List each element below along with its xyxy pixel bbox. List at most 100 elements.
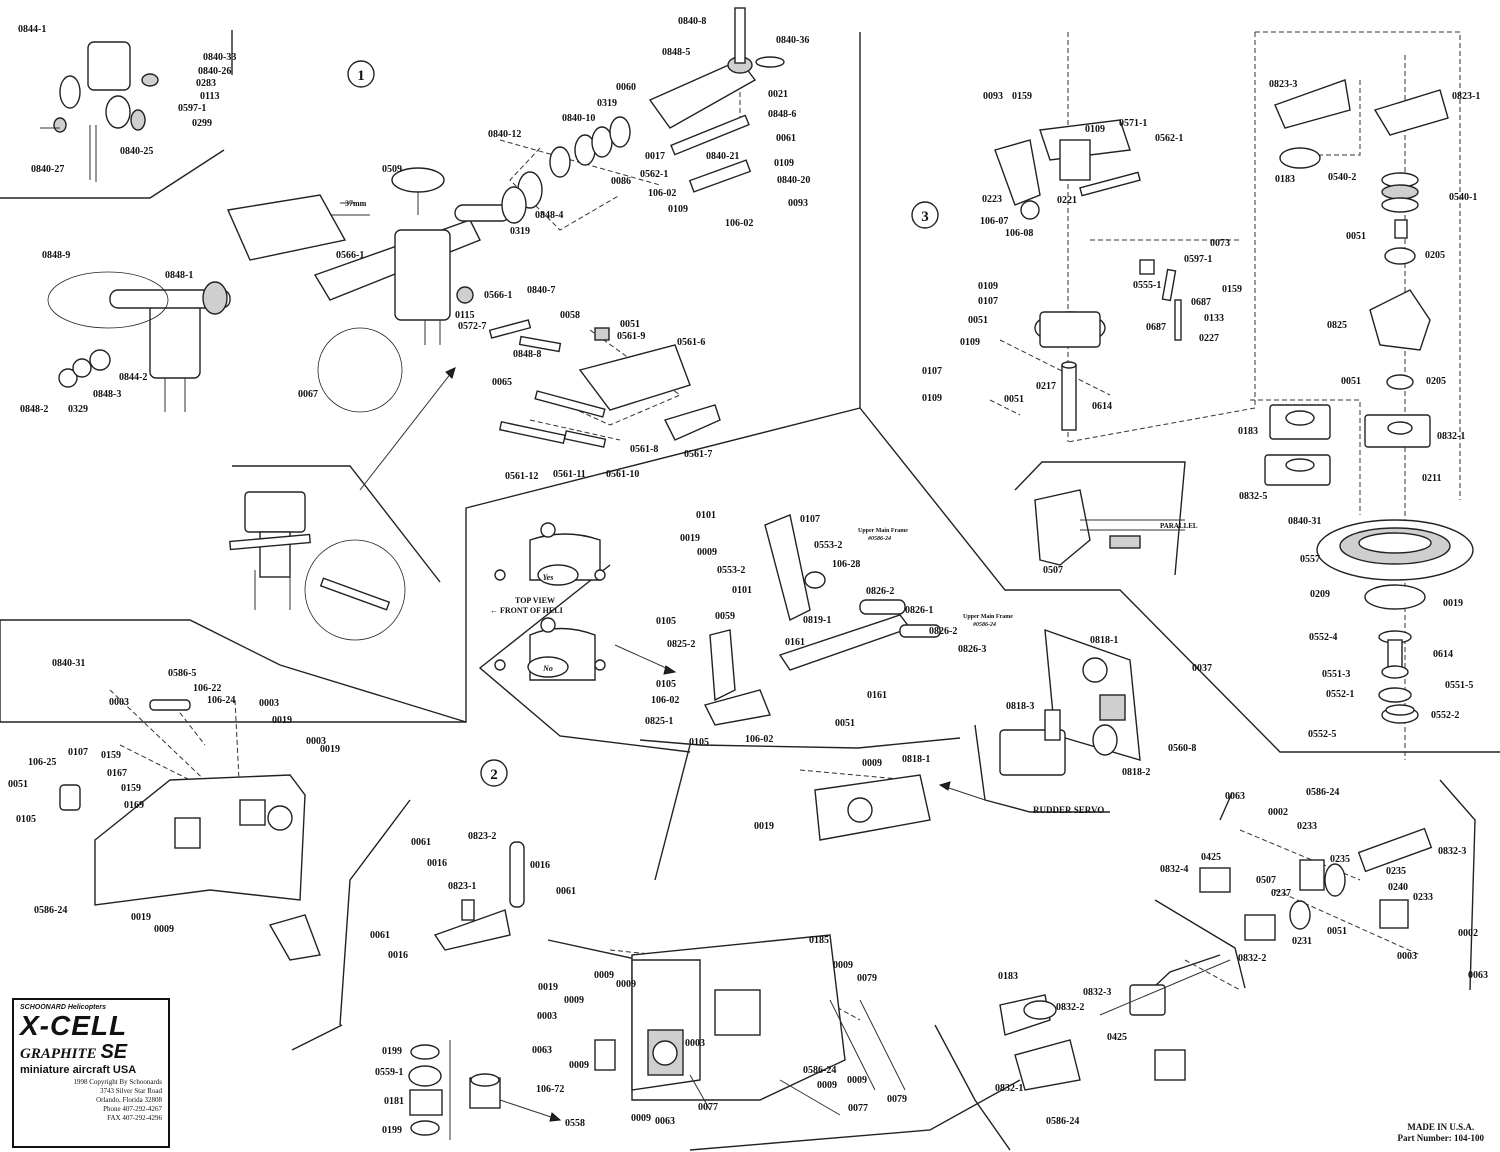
part-label: 0002 [1268, 807, 1288, 818]
part-label: 0819-1 [803, 615, 831, 626]
part-label: 0016 [530, 860, 550, 871]
part-label: 0059 [715, 611, 735, 622]
part-label: 0016 [427, 858, 447, 869]
part-label: 106-02 [745, 734, 773, 745]
part-label: 0115 [455, 310, 474, 321]
part-label: 0840-20 [777, 175, 810, 186]
part-label: 0101 [732, 585, 752, 596]
part-label: 0832-5 [1239, 491, 1267, 502]
part-label: 0558 [565, 1118, 585, 1129]
part-label: 0159 [1012, 91, 1032, 102]
part-label: 0832-3 [1083, 987, 1111, 998]
copyright-line: FAX 407-292-4296 [107, 1114, 162, 1122]
part-label: 0553-2 [814, 540, 842, 551]
part-label: 0063 [655, 1116, 675, 1127]
part-label: 0159 [121, 783, 141, 794]
part-label: 0840-25 [120, 146, 153, 157]
part-label: 0840-21 [706, 151, 739, 162]
part-label: 0319 [510, 226, 530, 237]
part-label: 0003 [685, 1038, 705, 1049]
part-label: 0107 [800, 514, 820, 525]
part-label: 0086 [611, 176, 631, 187]
part-label: 106-07 [980, 216, 1008, 227]
part-label: 0586-24 [803, 1065, 836, 1076]
part-label: 0823-2 [468, 831, 496, 842]
part-label: 0063 [1225, 791, 1245, 802]
part-label: 0826-1 [905, 605, 933, 616]
part-label: 0051 [1004, 394, 1024, 405]
part-label: 0597-1 [178, 103, 206, 114]
brand-graphite: GRAPHITE [20, 1046, 97, 1062]
brand-logo-box: SCHOONARD Helicopters X-CELL GRAPHITE SE… [12, 998, 170, 1148]
part-label: 0586-24 [1306, 787, 1339, 798]
section-markers: 1 2 3 [347, 60, 939, 787]
part-label: 0818-2 [1122, 767, 1150, 778]
part-label: 106-02 [725, 218, 753, 229]
part-label: 0003 [537, 1011, 557, 1022]
rudder-servo-label: RUDDER SERVO [1033, 805, 1104, 815]
part-label: 0073 [1210, 238, 1230, 249]
part-label: 0058 [560, 310, 580, 321]
part-label: 0199 [382, 1046, 402, 1057]
part-label: 106-28 [832, 559, 860, 570]
part-label: 0840-36 [776, 35, 809, 46]
part-label: 0840-7 [527, 285, 555, 296]
part-label: 106-24 [207, 695, 235, 706]
dimension-37mm: 37mm [345, 199, 367, 208]
part-label: 0586-24 [1046, 1116, 1079, 1127]
part-label: 0614 [1433, 649, 1453, 660]
part-label: 0562-1 [1155, 133, 1183, 144]
part-label: 0109 [978, 281, 998, 292]
part-label: 0551-3 [1322, 669, 1350, 680]
part-label: 0037 [1192, 663, 1212, 674]
part-label: 106-25 [28, 757, 56, 768]
footer-info: MADE IN U.S.A. Part Number: 104-100 [1398, 1122, 1484, 1144]
part-label: 0093 [788, 198, 808, 209]
yes-label: Yes [543, 573, 554, 582]
part-label: 0209 [1310, 589, 1330, 600]
section-3-marker [911, 201, 939, 229]
part-label: 0552-5 [1308, 729, 1336, 740]
part-label: 0079 [857, 973, 877, 984]
copyright-line: Orlando, Florida 32808 [96, 1096, 162, 1104]
part-label: 0063 [532, 1045, 552, 1056]
part-label: 0848-6 [768, 109, 796, 120]
top-view-label: TOP VIEW [515, 596, 555, 605]
brand-subtitle: GRAPHITE SE [20, 1041, 162, 1064]
part-label: 0832-2 [1238, 953, 1266, 964]
part-label: 0009 [564, 995, 584, 1006]
part-label: 0017 [645, 151, 665, 162]
brand-maker: SCHOONARD Helicopters [20, 1004, 106, 1011]
part-label: 0561-11 [553, 469, 586, 480]
part-label: 0825-1 [645, 716, 673, 727]
part-label: 0079 [887, 1094, 907, 1105]
part-label: 0019 [131, 912, 151, 923]
part-label: 0211 [1422, 473, 1441, 484]
part-label: 0009 [833, 960, 853, 971]
part-label: 0093 [983, 91, 1003, 102]
part-label: 0848-8 [513, 349, 541, 360]
upper-main-frame-b-part: #0586-24 [972, 622, 996, 628]
part-label: 0009 [616, 979, 636, 990]
part-label: 0105 [656, 679, 676, 690]
part-label: 0183 [1238, 426, 1258, 437]
part-label: 0553-2 [717, 565, 745, 576]
part-label: 0060 [616, 82, 636, 93]
part-label: 0597-1 [1184, 254, 1212, 265]
part-label: 0572-7 [458, 321, 486, 332]
part-label: 0560-8 [1168, 743, 1196, 754]
part-label: 0840-31 [52, 658, 85, 669]
made-in-label: MADE IN U.S.A. [1407, 1122, 1475, 1132]
brand-name: X-CELL [20, 1010, 128, 1041]
copyright-line: 3743 Silver Star Road [99, 1087, 162, 1095]
part-label: 0009 [847, 1075, 867, 1086]
part-label: 0425 [1107, 1032, 1127, 1043]
part-label: 0181 [384, 1096, 404, 1107]
part-label: 0063 [1468, 970, 1488, 981]
part-label: 0840-27 [31, 164, 64, 175]
part-label: 0832-2 [1056, 1002, 1084, 1013]
brand-se: SE [100, 1041, 128, 1063]
part-label: 0217 [1036, 381, 1056, 392]
part-number-labels: 0844-10840-330840-26028301130597-1029908… [8, 16, 1488, 1136]
part-label: 0571-1 [1119, 118, 1147, 129]
